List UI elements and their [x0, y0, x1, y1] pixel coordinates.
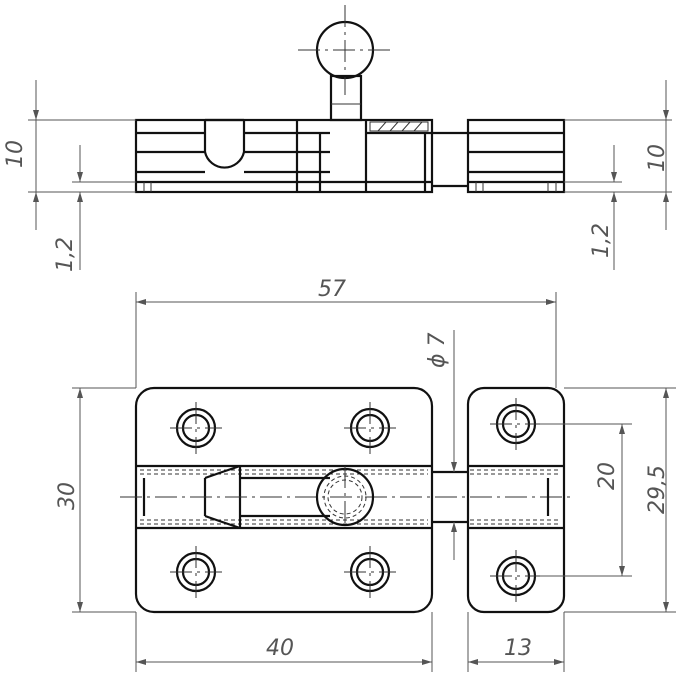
screw-hole [490, 550, 542, 602]
dim-overall-length: 57 [318, 277, 346, 302]
screw-hole [490, 398, 542, 450]
dim-base-left: 1,2 [53, 237, 78, 272]
left-plate [134, 386, 434, 614]
screw-hole [170, 546, 222, 598]
knob-stem [329, 74, 363, 122]
dim-pin-diameter: ϕ 7 [425, 332, 450, 368]
screw-hole [344, 546, 396, 598]
screw-hole [170, 402, 222, 454]
right-plate [466, 386, 566, 614]
dim-height-right: 10 [645, 144, 670, 172]
keeper-channel [468, 464, 564, 530]
front-view: 10 1,2 10 1,2 [3, 5, 672, 272]
dim-hole-spacing: 20 [595, 462, 620, 490]
screw-hole [344, 402, 396, 454]
bolt-channel [120, 464, 575, 530]
dim-width-40: 40 [266, 636, 294, 661]
dim-base-right: 1,2 [589, 223, 614, 258]
dim-height-29-5: 29,5 [645, 465, 670, 514]
right-plate-side [466, 118, 566, 194]
plan-view: 57 [55, 277, 676, 672]
dim-height-30: 30 [55, 482, 80, 510]
left-plate-side [134, 118, 434, 194]
dim-height-left: 10 [3, 140, 28, 168]
dim-width-13: 13 [504, 636, 532, 661]
